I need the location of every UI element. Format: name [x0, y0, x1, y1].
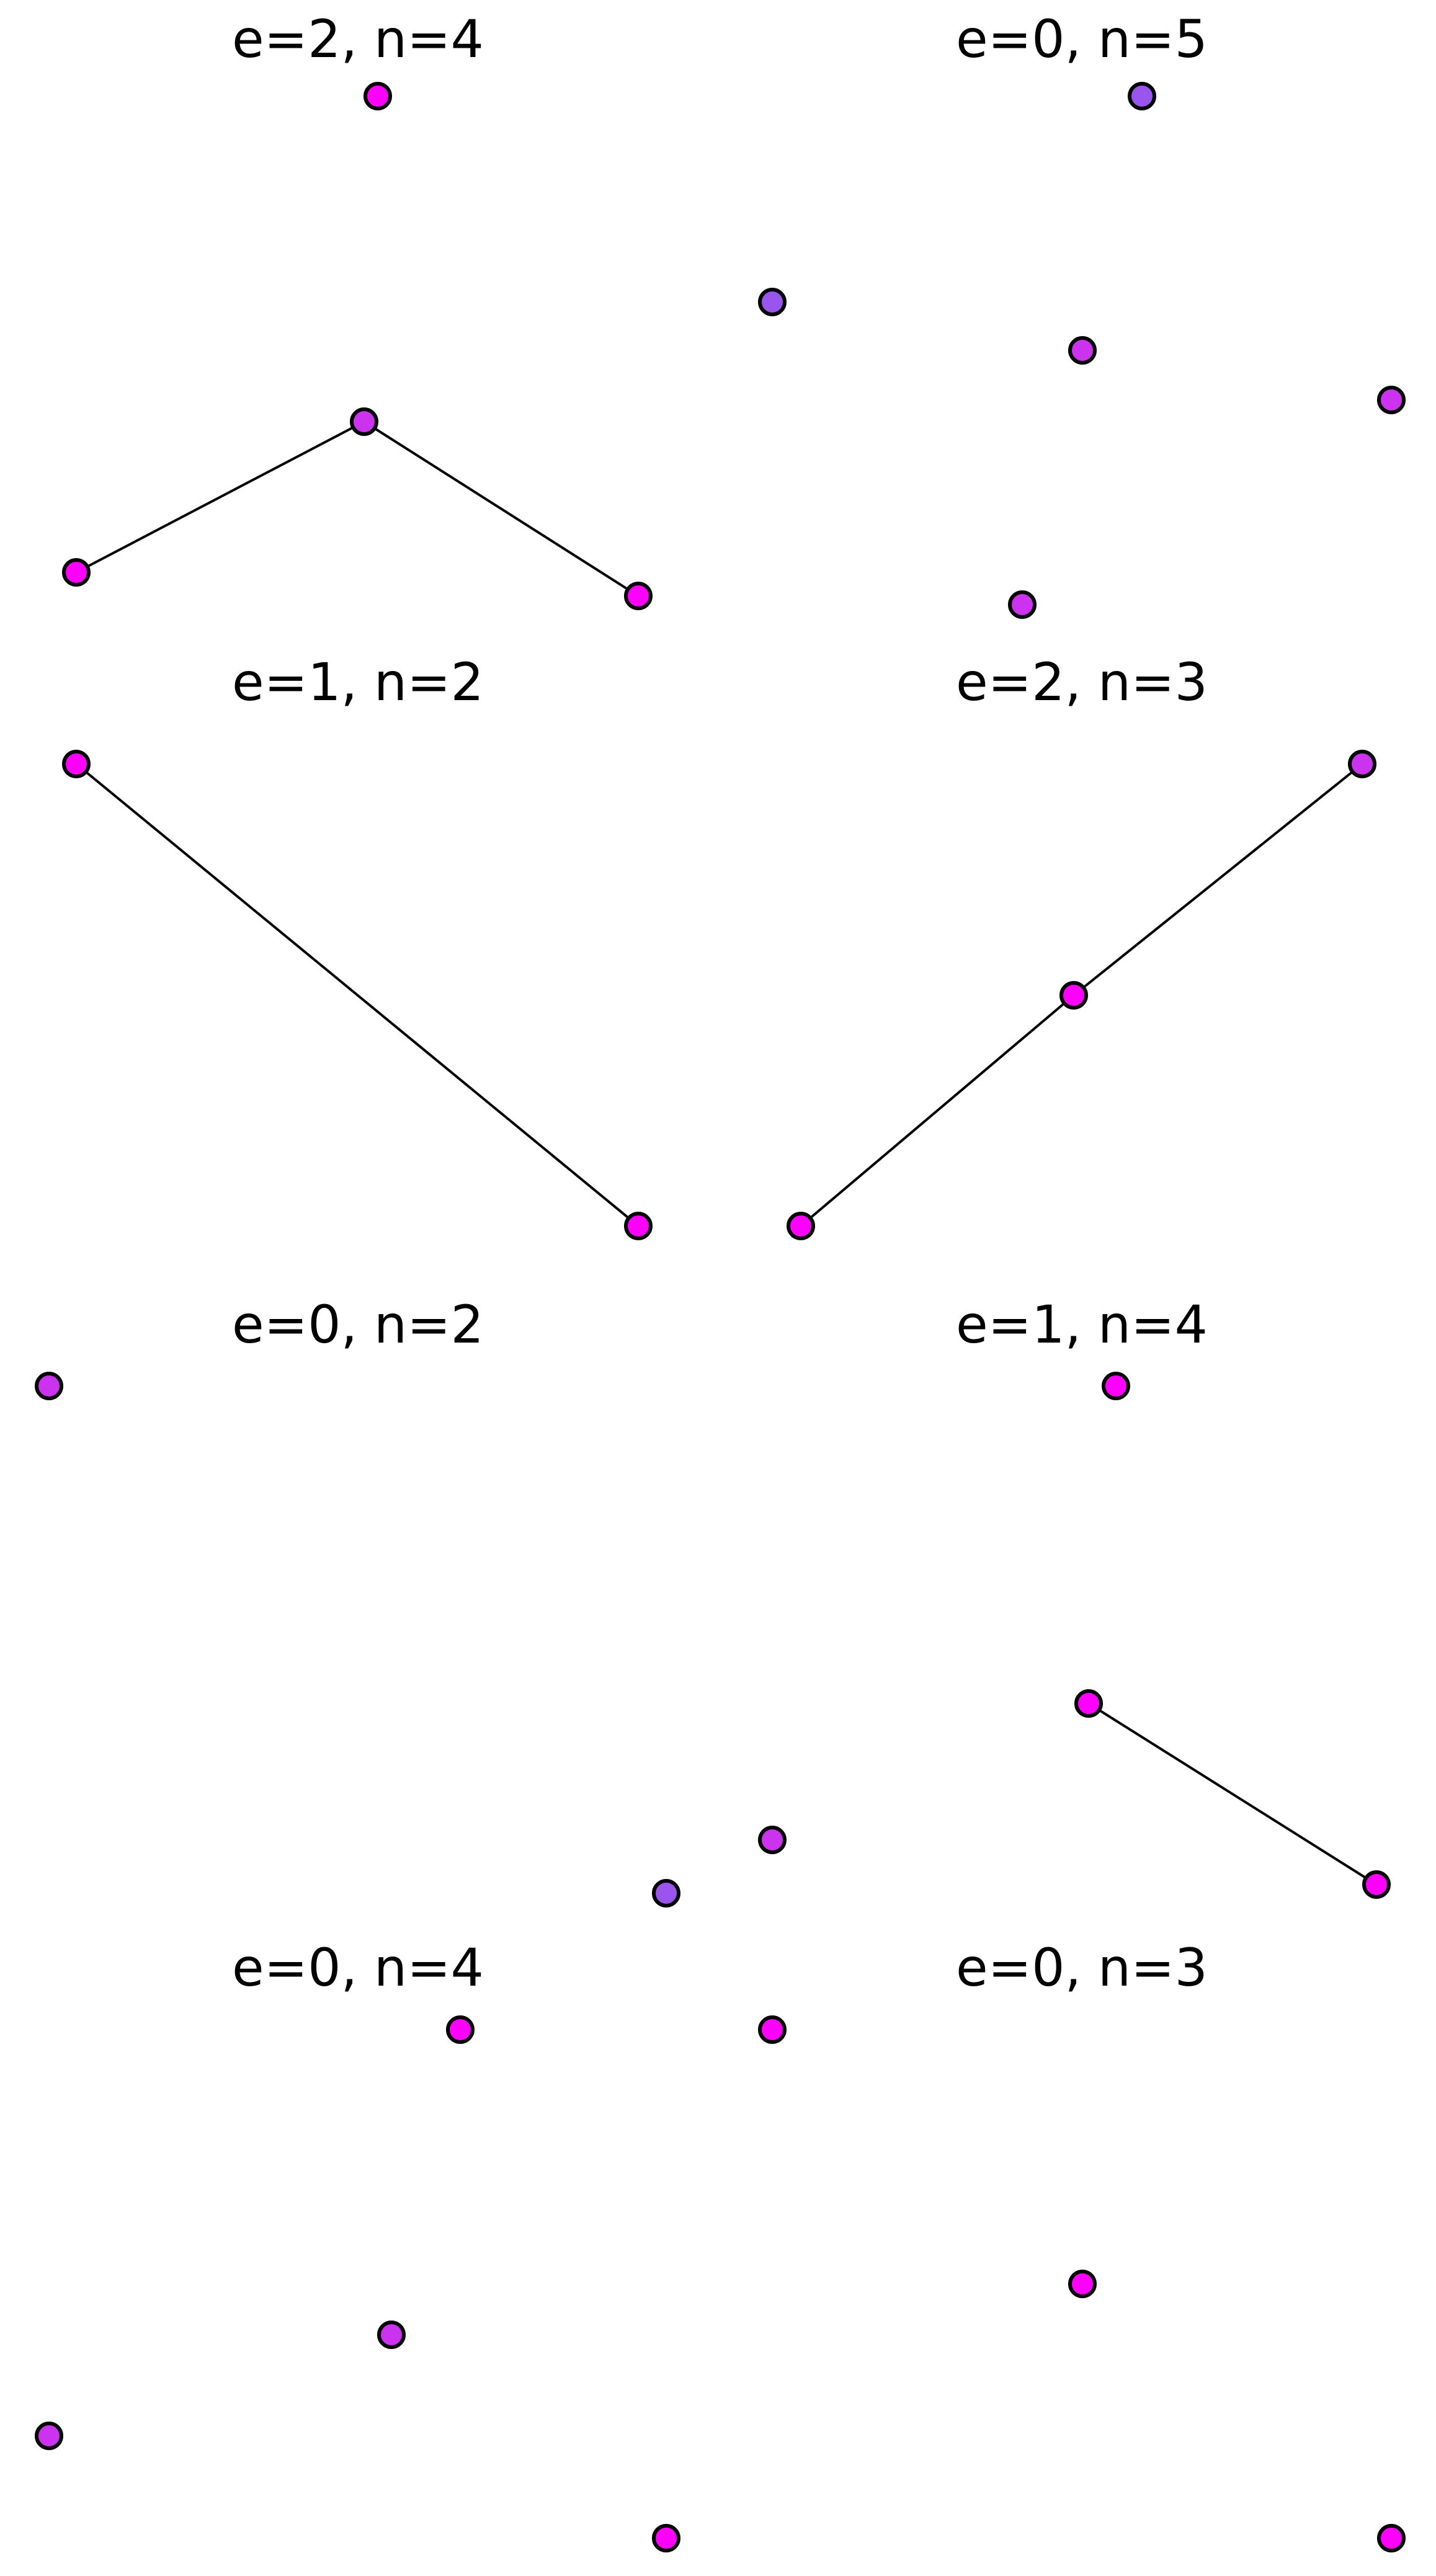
graph-panel: e=0, n=5: [758, 9, 1406, 619]
panel-title: e=0, n=4: [232, 1937, 484, 1998]
graph-panel: e=1, n=4: [652, 1294, 1391, 1908]
graph-node: [1074, 1689, 1103, 1718]
panel-title: e=0, n=3: [956, 1937, 1208, 1998]
graph-edge: [1073, 763, 1363, 997]
panel-title: e=2, n=3: [956, 652, 1208, 713]
graph-edge: [76, 420, 365, 574]
graph-node: [363, 82, 392, 110]
graph-node: [1068, 336, 1097, 365]
graph-node: [758, 1826, 787, 1854]
graph-panel: e=1, n=2: [62, 652, 653, 1240]
node-layer: [787, 750, 1376, 1240]
graph-node: [1102, 1372, 1130, 1400]
graph-panel: e=2, n=3: [787, 652, 1376, 1240]
graph-node: [652, 1879, 680, 1908]
graph-node: [624, 582, 653, 610]
node-layer: [62, 750, 653, 1240]
edge-layer: [75, 763, 640, 1227]
graph-node: [350, 407, 378, 436]
graph-panel: e=0, n=2: [35, 1294, 787, 1854]
node-layer: [758, 82, 1406, 619]
graph-node: [652, 2524, 680, 2552]
panel-title: e=1, n=2: [232, 652, 484, 713]
graph-node: [446, 2015, 475, 2044]
panel-title: e=1, n=4: [956, 1294, 1208, 1355]
graph-edge: [1087, 1702, 1378, 1886]
graph-node: [758, 288, 787, 316]
node-layer: [35, 1372, 787, 1854]
graph-panel: e=2, n=4: [62, 9, 653, 610]
graph-node: [1128, 82, 1156, 110]
graph-node: [1362, 1870, 1391, 1899]
graph-edge: [363, 420, 640, 597]
graph-node: [624, 1212, 653, 1240]
node-layer: [35, 2015, 680, 2552]
graph-node: [1059, 981, 1088, 1010]
graph-node: [62, 750, 91, 778]
graph-node: [35, 2422, 63, 2450]
graph-node: [787, 1212, 815, 1240]
panel-title: e=2, n=4: [232, 9, 484, 69]
edge-layer: [76, 420, 640, 597]
node-layer: [758, 2015, 1406, 2552]
graph-node: [1068, 2270, 1097, 2298]
graph-node: [1377, 386, 1406, 414]
graph-node: [62, 558, 91, 587]
graph-node: [1348, 750, 1376, 778]
graph-panel: e=0, n=3: [758, 1937, 1406, 2552]
graph-edge: [800, 994, 1075, 1227]
edge-layer: [1087, 1702, 1378, 1886]
node-layer: [652, 1372, 1391, 1908]
panel-title: e=0, n=5: [956, 9, 1208, 69]
graph-node: [758, 2015, 787, 2044]
graph-node: [35, 1372, 63, 1400]
graph-node: [377, 2321, 406, 2349]
node-layer: [62, 82, 653, 610]
panel-title: e=0, n=2: [232, 1294, 484, 1355]
graph-panel: e=0, n=4: [35, 1937, 680, 2552]
graph-node: [1377, 2524, 1406, 2552]
edge-layer: [800, 763, 1363, 1227]
graph-node: [1008, 590, 1037, 619]
graph-edge: [75, 763, 640, 1227]
